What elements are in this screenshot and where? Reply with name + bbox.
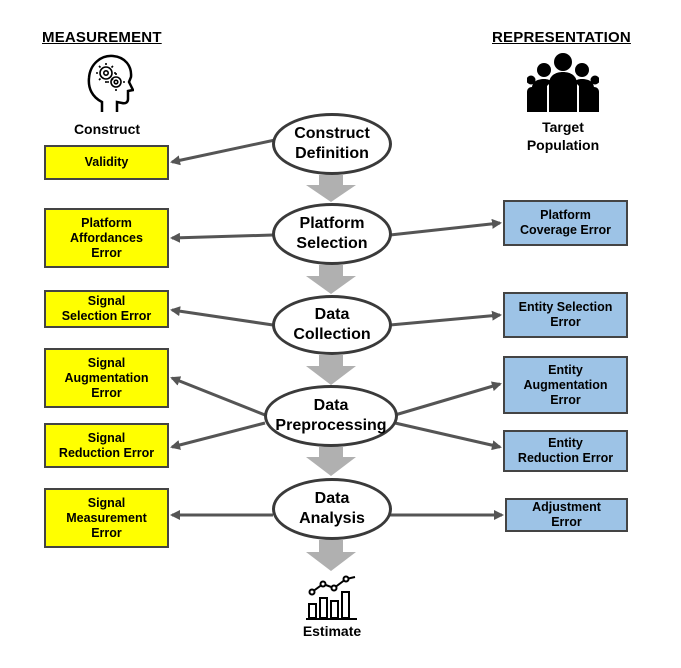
- error-label: Platform Affordances Error: [70, 215, 143, 260]
- error-label: Entity Reduction Error: [517, 436, 614, 465]
- error-label: Signal Reduction Error: [58, 430, 155, 460]
- error-platform-affordances: Platform Affordances Error: [44, 208, 169, 268]
- flow-arrow-5: [306, 540, 356, 571]
- chart-trend-icon: [306, 575, 357, 620]
- population-caption: Target Population: [526, 119, 600, 153]
- arrow-entity-selection: [389, 310, 502, 327]
- stage-data-analysis: Data Analysis: [272, 478, 392, 540]
- error-signal-selection: Signal Selection Error: [44, 290, 169, 328]
- stage-data-preprocessing: Data Preprocessing: [264, 385, 398, 447]
- stage-construct-definition: Construct Definition: [272, 113, 392, 175]
- representation-heading: REPRESENTATION: [492, 29, 631, 46]
- head-gears-icon: [87, 54, 134, 112]
- error-arrows: [170, 138, 504, 520]
- error-entity-augmentation: Entity Augmentation Error: [503, 356, 628, 414]
- error-signal-reduction: Signal Reduction Error: [44, 423, 169, 468]
- stage-data-collection: Data Collection: [272, 295, 392, 355]
- error-validity: Validity: [44, 145, 169, 180]
- estimate-caption: Estimate: [302, 623, 362, 639]
- stage-platform-selection: Platform Selection: [272, 203, 392, 265]
- arrow-signal-selection: [170, 306, 274, 327]
- group-people-icon: [527, 53, 599, 112]
- error-label: Signal Measurement Error: [66, 495, 147, 540]
- construct-caption: Construct: [73, 121, 141, 137]
- stage-label: Data Analysis: [299, 490, 365, 527]
- stage-label: Platform Selection: [296, 215, 368, 252]
- error-entity-reduction: Entity Reduction Error: [503, 430, 628, 472]
- arrow-entity-reduction: [394, 421, 502, 451]
- measurement-heading: MEASUREMENT: [42, 29, 162, 46]
- arrow-signal-reduction: [170, 421, 266, 450]
- stage-label: Data Preprocessing: [275, 397, 387, 434]
- flow-arrow-3: [306, 355, 356, 385]
- arrow-validity: [170, 138, 276, 166]
- stage-label: Construct Definition: [294, 125, 370, 162]
- arrow-platform-coverage: [389, 218, 502, 237]
- error-label: Validity: [84, 155, 129, 169]
- error-adjustment: Adjustment Error: [505, 498, 628, 532]
- error-platform-coverage: Platform Coverage Error: [503, 200, 628, 246]
- flow-arrow-2: [306, 265, 356, 294]
- error-signal-augmentation: Signal Augmentation Error: [44, 348, 169, 408]
- error-label: Adjustment Error: [532, 500, 601, 529]
- flow-arrows: [306, 175, 356, 571]
- error-label: Entity Augmentation Error: [523, 362, 608, 407]
- error-label: Entity Selection Error: [518, 300, 613, 329]
- arrow-signal-augmentation: [170, 376, 266, 417]
- error-entity-selection: Entity Selection Error: [503, 292, 628, 338]
- error-label: Signal Selection Error: [61, 294, 152, 323]
- error-label: Platform Coverage Error: [519, 208, 611, 237]
- arrow-entity-augmentation: [394, 381, 502, 417]
- flow-arrow-4: [306, 447, 356, 476]
- stage-label: Data Collection: [293, 306, 371, 343]
- arrow-platform-affordances: [170, 232, 274, 243]
- error-label: Signal Augmentation Error: [64, 355, 149, 400]
- flow-arrow-1: [306, 175, 356, 202]
- error-signal-measurement: Signal Measurement Error: [44, 488, 169, 548]
